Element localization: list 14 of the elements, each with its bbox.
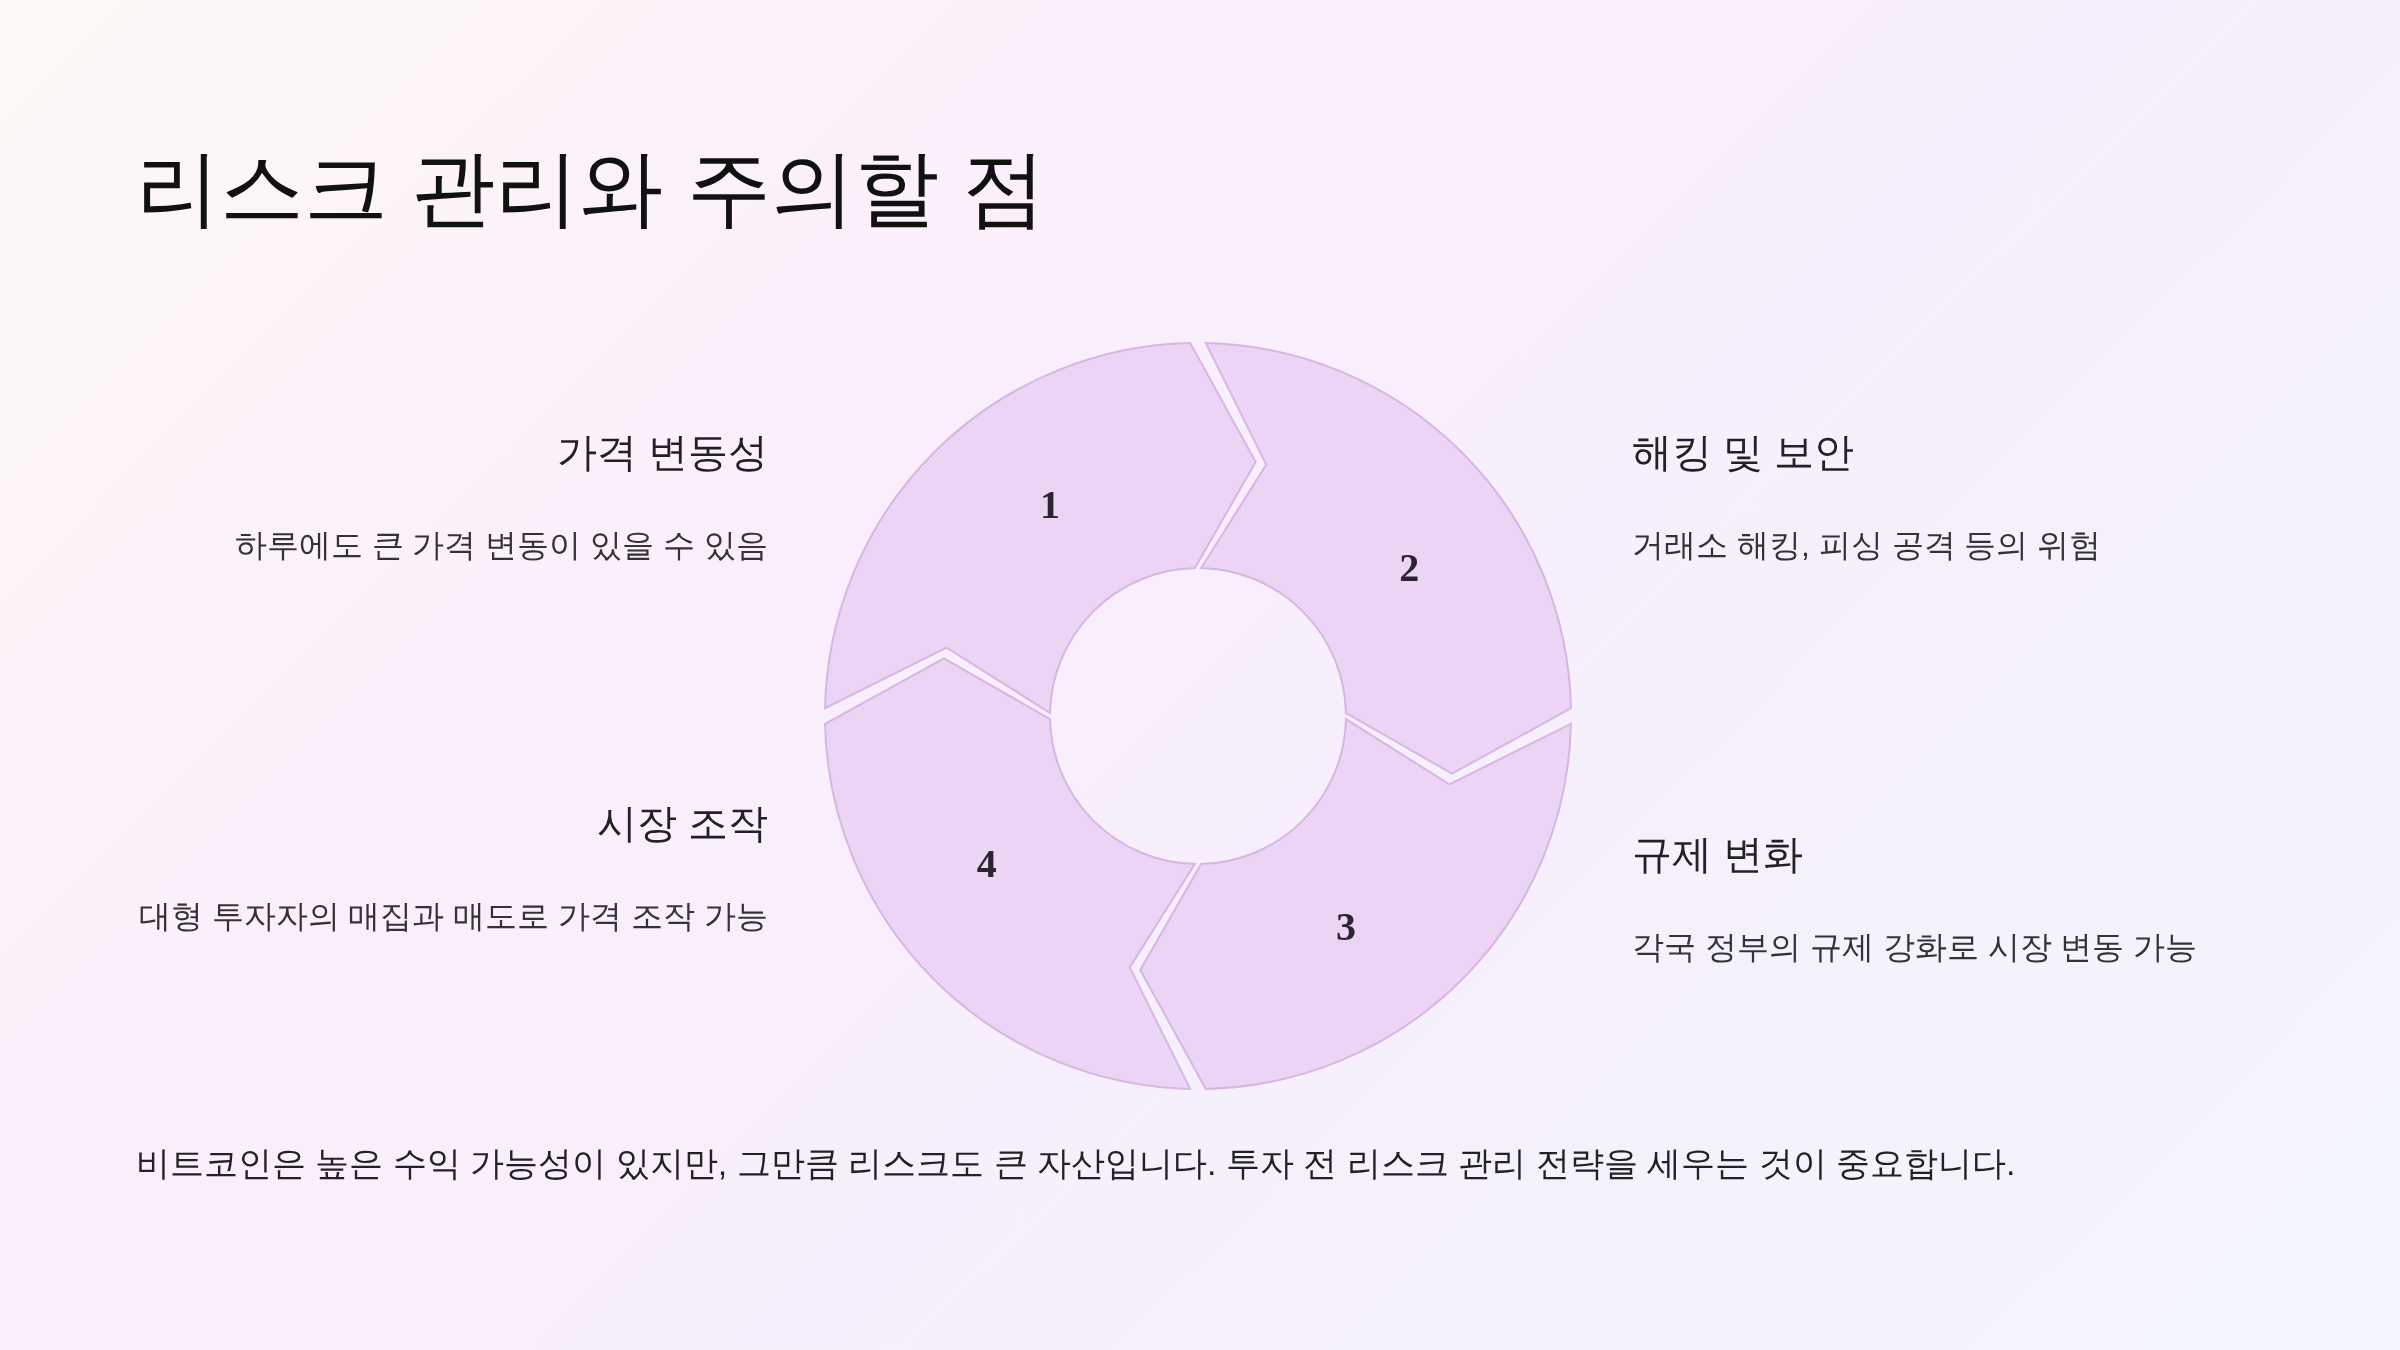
item-description: 하루에도 큰 가격 변동이 있을 수 있음 xyxy=(234,526,768,565)
item-description: 거래소 해킹, 피싱 공격 등의 위험 xyxy=(1632,526,2102,565)
slide-title: 리스크 관리와 주의할 점 xyxy=(136,140,1046,237)
segment-number: 3 xyxy=(1335,907,1356,948)
item-description: 각국 정부의 규제 강화로 시장 변동 가능 xyxy=(1632,928,2198,967)
item-heading: 시장 조작 xyxy=(596,800,768,847)
segment-number: 4 xyxy=(976,843,997,884)
segment-number: 1 xyxy=(1040,484,1060,525)
caption-text: 비트코인은 높은 수익 가능성이 있지만, 그만큼 리스크도 큰 자산입니다. 투자 전 리스크 관리 전략을 세우는 것이 중요합니다. xyxy=(136,1143,2017,1184)
item-heading: 규제 변화 xyxy=(1632,831,1804,878)
item-description: 대형 투자자의 매집과 매도로 가격 조작 가능 xyxy=(138,897,768,936)
segment-number: 2 xyxy=(1399,548,1420,588)
item-heading: 가격 변동성 xyxy=(556,429,768,476)
item-heading: 해킹 및 보안 xyxy=(1632,429,1855,476)
